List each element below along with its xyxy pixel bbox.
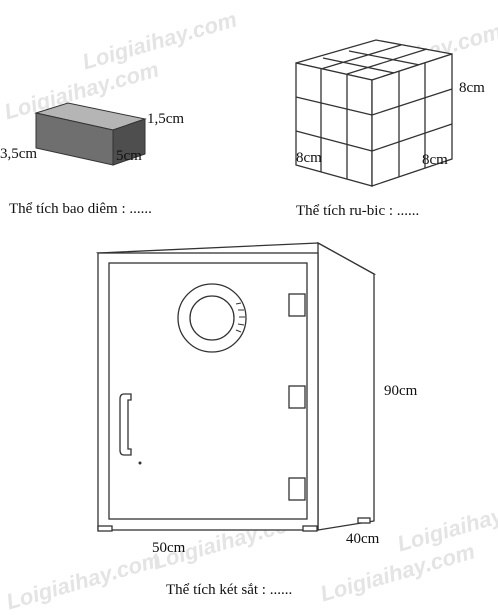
box-caption: Thể tích bao diêm : ...... [9, 201, 152, 217]
box-dimension-c: 1,5cm [147, 111, 185, 127]
safe-dimension-height: 90cm [384, 383, 418, 399]
box-dimension-b: 5cm [116, 148, 142, 164]
cube-dimension-height: 8cm [459, 80, 485, 96]
box-dimension-a: 3,5cm [0, 146, 38, 162]
safe-dimension-depth: 40cm [346, 531, 380, 547]
safe-dimension-width: 50cm [152, 540, 186, 556]
cube-dimension-width: 8cm [296, 150, 322, 166]
cube-dimension-depth: 8cm [422, 152, 448, 168]
safe-caption: Thể tích két sắt : ...... [166, 582, 293, 598]
cube-caption: Thể tích ru-bic : ...... [296, 203, 420, 219]
